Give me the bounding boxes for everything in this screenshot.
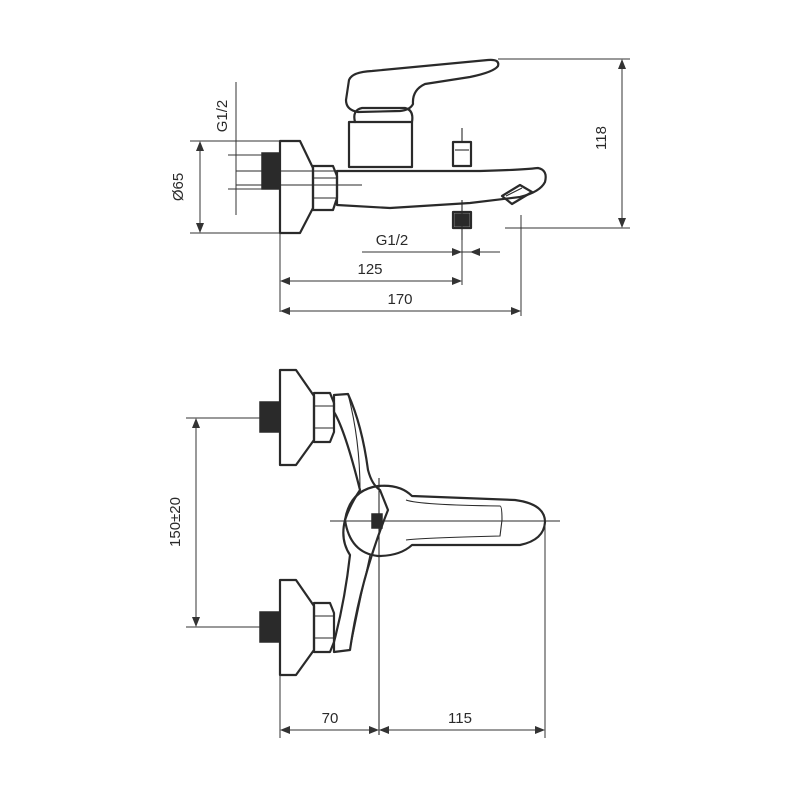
dim-170-label: 170 bbox=[387, 291, 412, 308]
side-hex-nut bbox=[311, 164, 339, 212]
side-diverter-knob bbox=[451, 140, 473, 168]
dim-outlet-thread-label: G1/2 bbox=[376, 232, 409, 249]
top-lower-inlet-connector bbox=[259, 611, 281, 643]
dim-115-label: 115 bbox=[448, 710, 472, 727]
dim-70-label: 70 bbox=[322, 710, 339, 727]
side-view: Ø65 G1/2 G1/2 125 170 118 bbox=[170, 58, 630, 316]
top-lever bbox=[343, 484, 547, 558]
top-upper-hex-nut bbox=[312, 391, 336, 444]
top-upper-flange bbox=[278, 368, 316, 467]
side-wall-flange bbox=[278, 139, 315, 235]
top-body-outline bbox=[332, 392, 390, 654]
dim-centers-label: 150±20 bbox=[167, 497, 184, 547]
dim-125-label: 125 bbox=[357, 261, 382, 278]
top-view: 150±20 70 115 bbox=[167, 368, 560, 738]
side-lever-handle bbox=[344, 58, 500, 114]
dim-height-label: 118 bbox=[593, 126, 610, 150]
dim-inlet-thread-label: G1/2 bbox=[214, 100, 231, 133]
side-cartridge-body bbox=[347, 120, 414, 169]
side-aerator bbox=[500, 183, 534, 206]
side-lever-neck bbox=[353, 106, 414, 124]
top-lower-flange bbox=[278, 578, 316, 677]
top-upper-inlet-connector bbox=[259, 401, 281, 433]
top-lower-hex-nut bbox=[312, 601, 336, 654]
dim-flange-diameter-label: Ø65 bbox=[170, 173, 187, 201]
